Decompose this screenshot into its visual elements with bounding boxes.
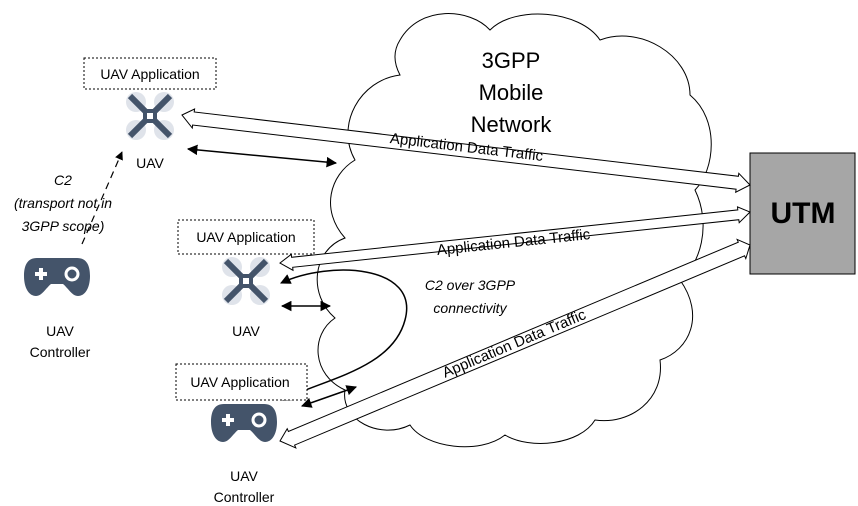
uav-application-label-2: UAV Application xyxy=(196,229,295,245)
gamepad-icon xyxy=(209,402,279,444)
drone-icon xyxy=(222,257,270,305)
controller-label-1-line1: UAV xyxy=(46,323,74,339)
traffic-arrow-uav2 xyxy=(279,206,751,272)
controller-label-2-line1: UAV xyxy=(230,468,258,484)
c2-direct-label-line1: C2 xyxy=(54,172,72,188)
uav-application-box-1 xyxy=(83,57,217,90)
c2-direct-label-line3: 3GPP scope) xyxy=(22,218,105,234)
utm-label: UTM xyxy=(771,197,836,230)
uav-application-label-3: UAV Application xyxy=(190,374,289,390)
c2-over-3gpp-arrow xyxy=(280,269,408,401)
drone-icon xyxy=(126,92,174,140)
network-title-line2: Mobile xyxy=(479,80,544,105)
c2-direct-label-line2: (transport not in xyxy=(14,195,112,211)
traffic-arrow-uav1 xyxy=(181,108,751,194)
c2-3gpp-label-line1: C2 over 3GPP xyxy=(425,277,516,293)
uav-application-box-2 xyxy=(177,219,315,255)
controller-label-1-line2: Controller xyxy=(30,344,91,360)
utm-box xyxy=(749,152,856,275)
network-title-line3: Network xyxy=(471,112,553,137)
uav-application-label-1: UAV Application xyxy=(100,66,199,82)
uav1-network-link xyxy=(186,144,338,168)
controller-label-2-line2: Controller xyxy=(214,489,275,505)
network-cloud xyxy=(316,13,712,448)
controller-network-link xyxy=(301,385,357,408)
uav-label-2: UAV xyxy=(232,323,260,339)
uav-application-box-3 xyxy=(175,363,308,401)
c2-3gpp-label-line2: connectivity xyxy=(433,300,507,316)
c2-direct-arrow xyxy=(81,151,123,245)
gamepad-icon xyxy=(22,256,92,298)
uav-label-1: UAV xyxy=(136,155,164,171)
network-title-line1: 3GPP xyxy=(482,48,541,73)
traffic-arrow-controller xyxy=(279,238,751,449)
